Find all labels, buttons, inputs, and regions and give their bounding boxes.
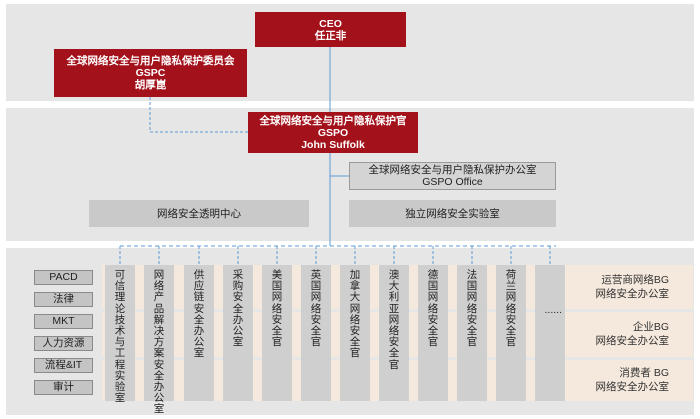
bg-name: 消费者 BG	[619, 367, 669, 379]
column-label: 供应链安全办公室	[193, 269, 205, 360]
gspo-office-box: 全球网络安全与用户隐私保护办公室 GSPO Office	[349, 162, 556, 190]
column-item: 英国网络安全官	[301, 265, 331, 401]
column-label: ......	[544, 304, 563, 316]
column-item: 可信理论技术与工程实验室	[105, 265, 135, 405]
column-label: 美国网络安全官	[271, 269, 283, 349]
column-item: ......	[535, 265, 565, 401]
gspo-abbr: GSPO	[317, 126, 349, 139]
function-item: PACD	[34, 270, 93, 285]
transparency-center-box: 网络安全透明中心	[89, 200, 309, 227]
column-label: 网络产品解决方案安全办公室	[153, 269, 165, 416]
column-label: 英国网络安全官	[310, 269, 322, 349]
function-item: 法律	[34, 292, 93, 307]
gspo-box: 全球网络安全与用户隐私保护官 GSPO John Suffolk	[248, 112, 418, 153]
gspo-name: 全球网络安全与用户隐私保护官	[259, 114, 407, 127]
function-item: 审计	[34, 380, 93, 395]
gspc-head: 胡厚崑	[134, 79, 167, 91]
bg-name: 企业BG	[632, 321, 669, 333]
bg-name: 运营商网络BG	[601, 274, 669, 286]
column-item: 网络产品解决方案安全办公室	[144, 265, 174, 415]
bg-label-enterprise: 企业BG 网络安全办公室	[565, 312, 693, 357]
column-item: 德国网络安全官	[418, 265, 448, 401]
bg-label-carrier: 运营商网络BG 网络安全办公室	[565, 265, 693, 309]
column-label: 澳大利亚网络安全官	[388, 269, 400, 371]
function-item: MKT	[34, 314, 93, 329]
gspc-name: 全球网络安全与用户隐私保护委员会	[66, 55, 235, 67]
column-item: 美国网络安全官	[262, 265, 292, 401]
function-item: 人力资源	[34, 336, 93, 351]
column-item: 采购安全办公室	[223, 265, 253, 401]
column-label: 法国网络安全官	[466, 269, 478, 349]
bg-office: 网络安全办公室	[595, 288, 670, 300]
column-label: 可信理论技术与工程实验室	[114, 269, 126, 405]
gspo-office-name: 全球网络安全与用户隐私保护办公室	[368, 164, 537, 176]
column-item: 荷兰网络安全官	[496, 265, 526, 401]
gspo-head: John Suffolk	[301, 138, 365, 151]
column-item: 供应链安全办公室	[184, 265, 214, 401]
bg-label-consumer: 消费者 BG 网络安全办公室	[565, 360, 693, 401]
gspc-box: 全球网络安全与用户隐私保护委员会 GSPC 胡厚崑	[54, 49, 247, 97]
column-item: 澳大利亚网络安全官	[379, 265, 409, 401]
column-label: 加拿大网络安全官	[349, 269, 361, 360]
bg-office: 网络安全办公室	[595, 381, 670, 393]
column-item: 加拿大网络安全官	[340, 265, 370, 401]
column-label: 采购安全办公室	[232, 269, 244, 349]
bg-office: 网络安全办公室	[595, 335, 670, 347]
column-label: 荷兰网络安全官	[505, 269, 517, 349]
column-item: 法国网络安全官	[457, 265, 487, 401]
gspo-office-abbr: GSPO Office	[422, 176, 483, 188]
independent-lab-label: 独立网络安全实验室	[405, 207, 500, 220]
column-label: 德国网络安全官	[427, 269, 439, 349]
function-item: 流程&IT	[34, 358, 93, 373]
ceo-box: CEO 任正非	[255, 12, 406, 47]
gspc-abbr: GSPC	[135, 67, 166, 79]
independent-lab-box: 独立网络安全实验室	[349, 200, 556, 227]
ceo-name: 任正非	[314, 29, 347, 42]
transparency-center-label: 网络安全透明中心	[157, 207, 241, 220]
ceo-title: CEO	[319, 17, 342, 30]
